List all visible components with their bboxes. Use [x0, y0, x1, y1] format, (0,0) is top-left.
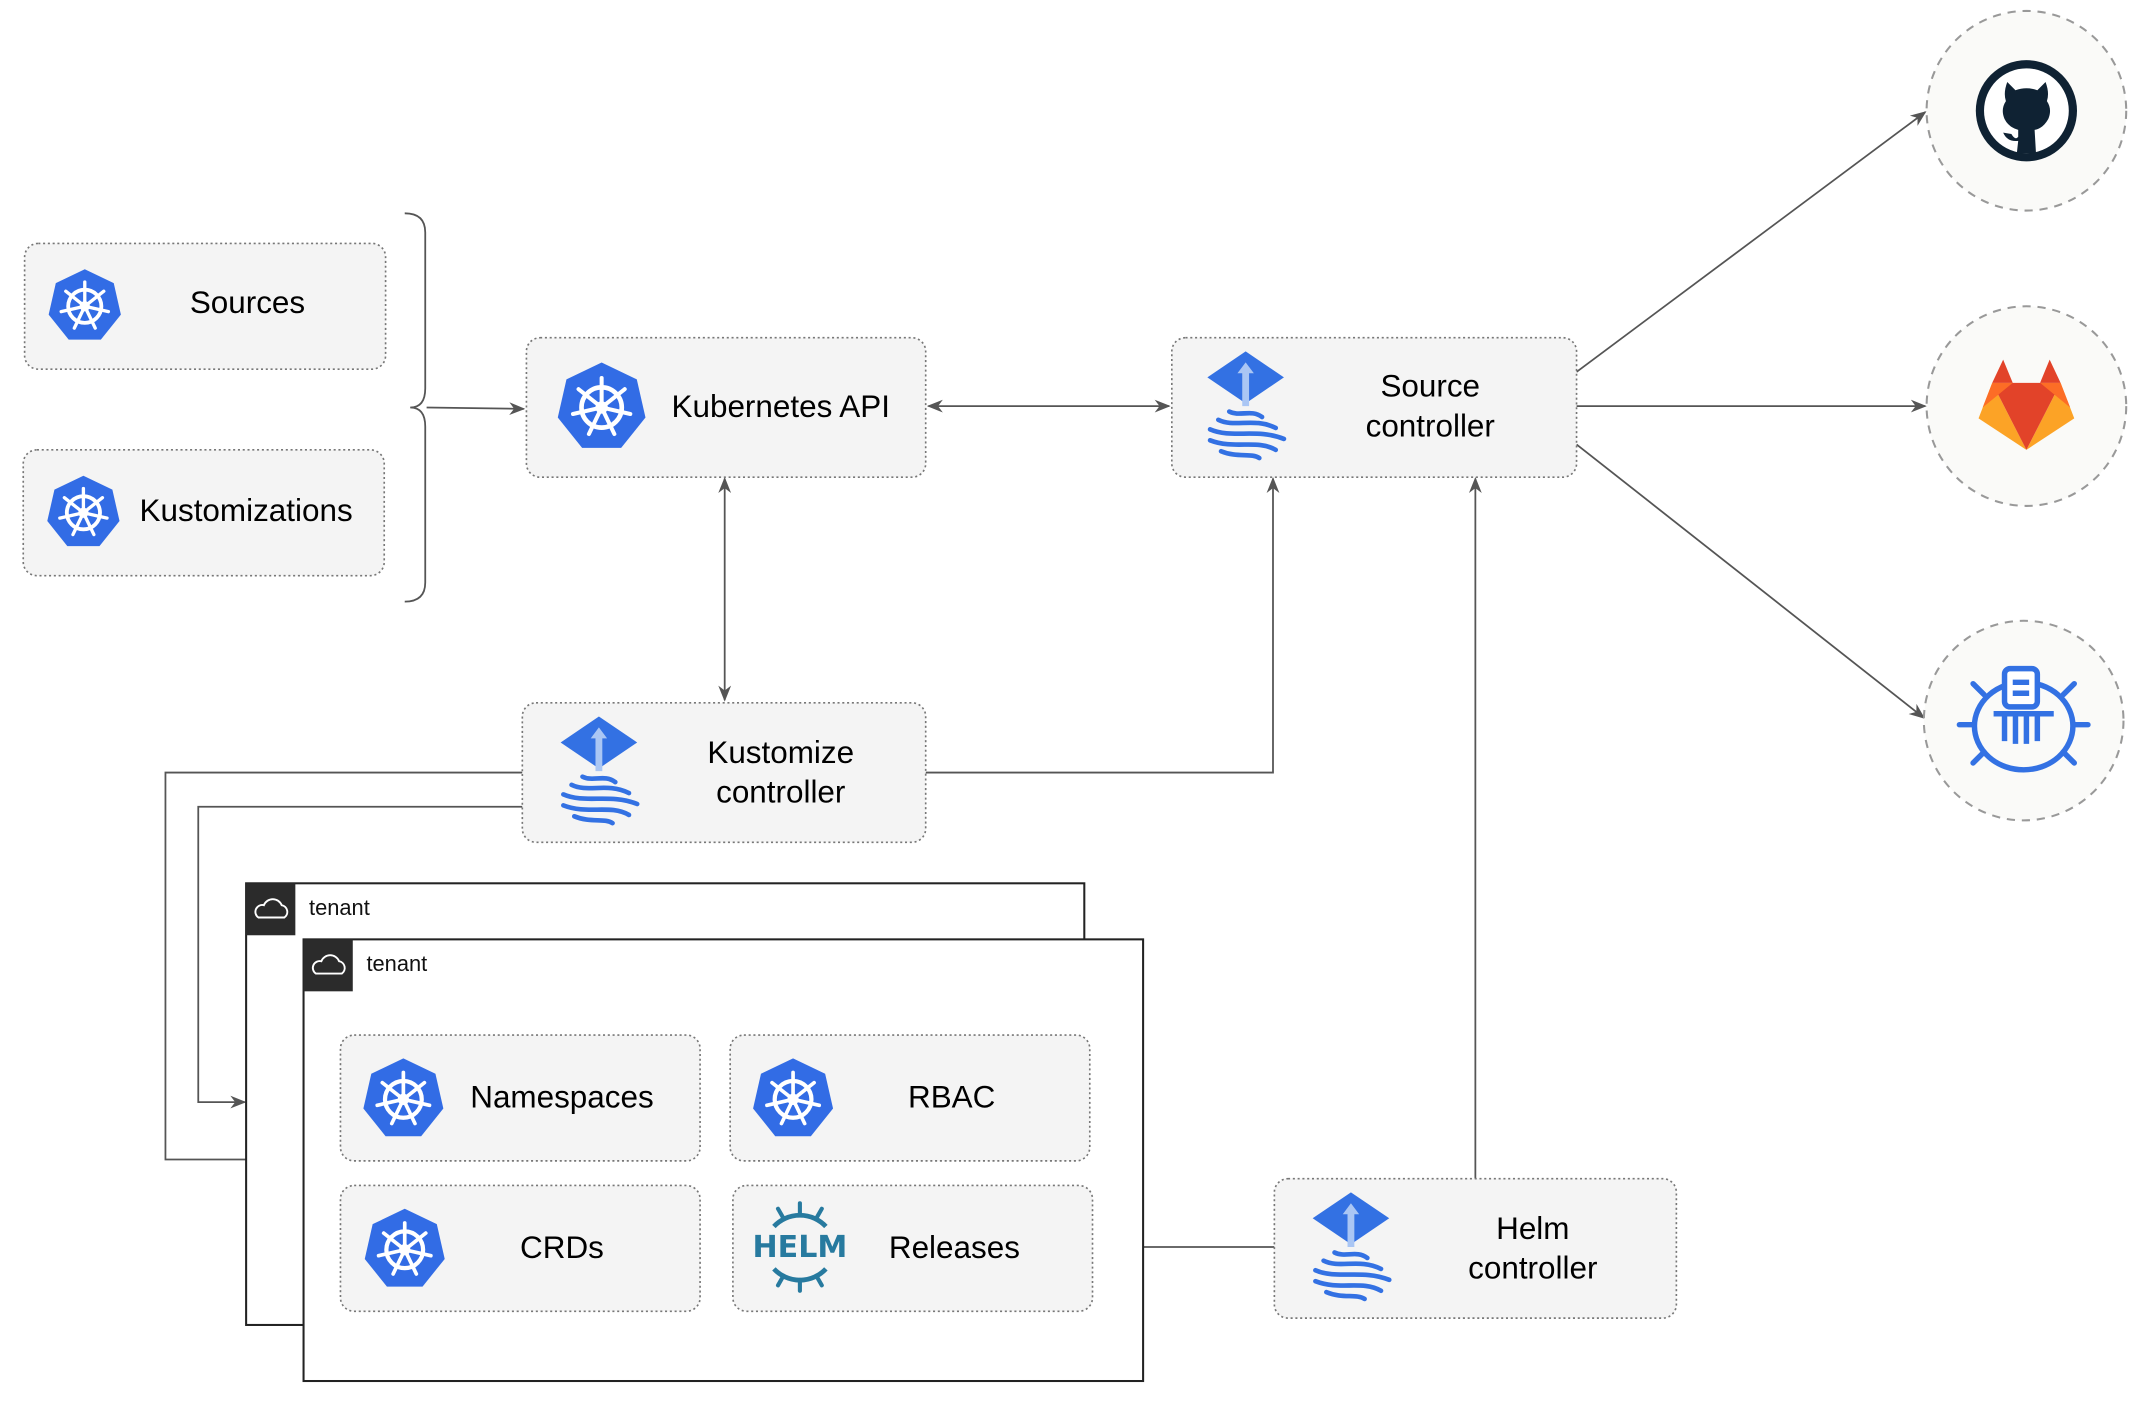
edge-kustomize-to-tenant-back — [197, 805, 523, 1109]
gitlab-icon — [1978, 359, 2075, 450]
bucket-icon — [1956, 665, 2091, 773]
kubernetes-api-label: Kubernetes API — [672, 389, 890, 424]
tenant-front[interactable]: tenant Namespaces RBAC CRDs HELM — [302, 938, 1145, 1383]
node-rbac[interactable]: RBAC — [729, 1034, 1091, 1162]
edge-kustomize-to-source-controller — [925, 476, 1280, 774]
github-icon — [1975, 60, 2077, 162]
crds-label: CRDs — [520, 1230, 604, 1265]
source-controller-label-1: Source — [1380, 369, 1480, 404]
edge-kustomize-to-tenant-front — [164, 771, 523, 1166]
edge-source-to-github — [1576, 111, 1927, 373]
rbac-label: RBAC — [908, 1080, 995, 1115]
brace — [404, 212, 427, 603]
cloud-icon — [311, 954, 346, 975]
helm-logo-text: HELM — [752, 1230, 847, 1265]
node-kubernetes-api[interactable]: Kubernetes API — [525, 336, 927, 479]
helm-icon: HELM — [752, 1201, 847, 1293]
github-source[interactable] — [1925, 9, 2128, 212]
node-crds[interactable]: CRDs — [339, 1184, 701, 1313]
node-releases[interactable]: HELM Releases — [732, 1184, 1094, 1313]
tenant-label: tenant — [366, 951, 427, 976]
cloud-icon — [254, 898, 289, 919]
kustomize-controller-label-1: Kustomize — [707, 735, 854, 770]
helm-controller-label-1: Helm — [1496, 1211, 1569, 1246]
node-helm-controller[interactable]: Helm controller — [1273, 1177, 1678, 1319]
helm-controller-label-2: controller — [1468, 1251, 1597, 1286]
kustomizations-label: Kustomizations — [140, 493, 353, 528]
source-controller-label-2: controller — [1366, 408, 1495, 443]
bucket-source[interactable] — [1922, 619, 2125, 822]
tenant-label: tenant — [309, 895, 370, 920]
edge-resources-to-kubernetes-api — [426, 402, 526, 416]
namespaces-label: Namespaces — [470, 1080, 653, 1115]
releases-label: Releases — [889, 1230, 1020, 1265]
node-kustomize-controller[interactable]: Kustomize controller — [521, 701, 927, 844]
gitlab-source[interactable] — [1925, 305, 2128, 507]
node-sources[interactable]: Sources — [23, 242, 387, 371]
node-source-controller[interactable]: Source controller — [1170, 336, 1578, 479]
node-namespaces[interactable]: Namespaces — [339, 1034, 701, 1162]
kustomize-controller-label-2: controller — [716, 775, 845, 810]
node-kustomizations[interactable]: Kustomizations — [22, 449, 386, 577]
edges — [164, 111, 1927, 1254]
sources-label: Sources — [190, 285, 305, 320]
edge-source-to-bucket — [1576, 443, 1926, 719]
